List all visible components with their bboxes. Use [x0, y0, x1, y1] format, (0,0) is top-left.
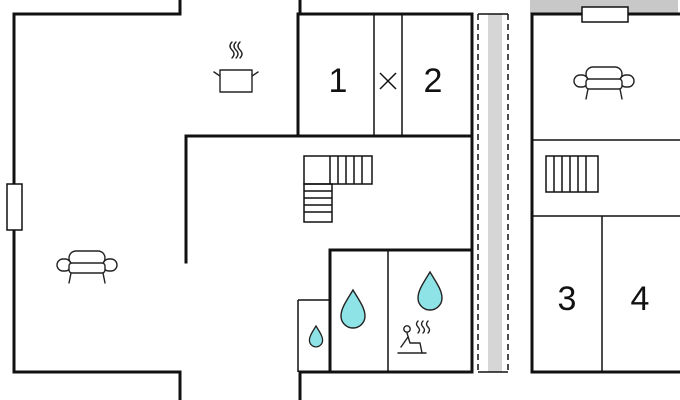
cooking-pot-icon [213, 41, 259, 93]
water-drop-icon [340, 288, 366, 329]
room-number-2: 2 [424, 62, 443, 100]
stairs-icon [303, 155, 373, 223]
exterior-walls [12, 0, 474, 400]
terrace-strip [477, 13, 509, 373]
interior-walls [184, 12, 474, 374]
water-drop-icon [308, 324, 324, 348]
sauna-icon [397, 320, 431, 354]
room-number-4: 4 [631, 280, 650, 318]
stairs-icon [545, 155, 599, 193]
window-left [6, 183, 23, 231]
window-top [581, 6, 629, 23]
sofa-icon [56, 250, 118, 284]
sofa-icon [573, 66, 635, 100]
room-number-3: 3 [558, 280, 577, 318]
room-number-1: 1 [329, 62, 348, 100]
water-drop-icon [417, 270, 443, 311]
closet-cross [379, 72, 397, 90]
